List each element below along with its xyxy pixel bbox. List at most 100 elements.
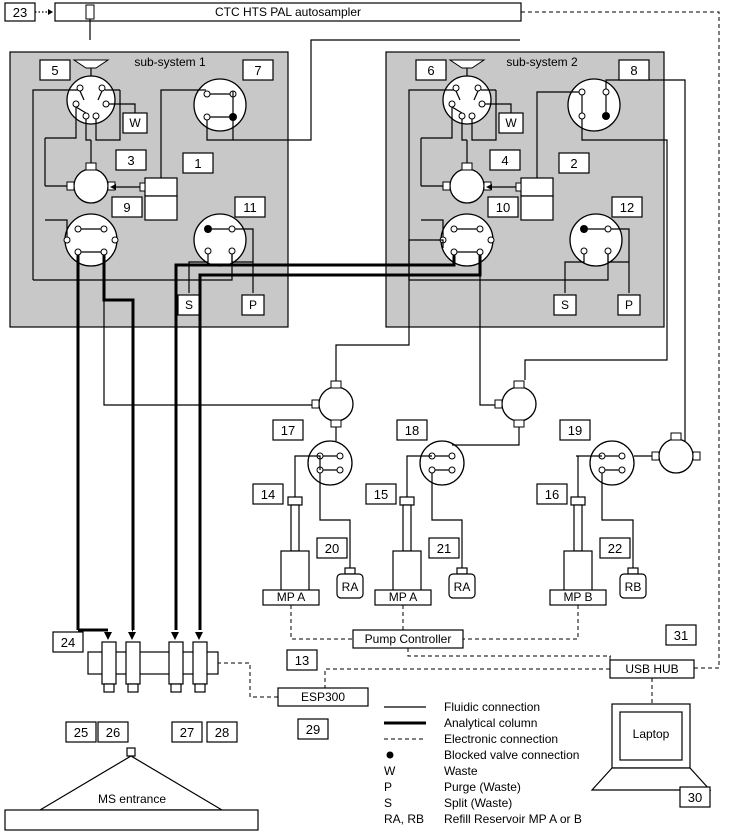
laptop bbox=[590, 703, 712, 791]
usb-hub-label: USB HUB bbox=[625, 662, 678, 676]
label-box-11 bbox=[234, 196, 266, 218]
label-box-25 bbox=[65, 721, 97, 743]
valve-10-port bbox=[450, 248, 458, 256]
label-box-28 bbox=[206, 721, 238, 743]
valve-8-paths bbox=[581, 95, 607, 113]
valve-9-port bbox=[111, 236, 119, 244]
injection-port-5 bbox=[72, 59, 110, 69]
label-5: 5 bbox=[51, 63, 58, 78]
purge-box-2 bbox=[617, 294, 641, 316]
legend-text-2: Electronic connection bbox=[444, 732, 558, 746]
label-box-20 bbox=[316, 537, 348, 559]
line-1-7 bbox=[160, 89, 206, 178]
arrow-2-4 bbox=[486, 184, 492, 190]
tee-4-port bbox=[442, 181, 451, 191]
label-2: 2 bbox=[570, 156, 577, 171]
valve-5 bbox=[66, 75, 116, 125]
valve-8-port bbox=[578, 88, 586, 96]
syringe-pump-14 bbox=[280, 455, 310, 592]
subsystem-1-loops-2 bbox=[85, 89, 121, 163]
valve-8 bbox=[567, 78, 621, 132]
subsystem-2-loops bbox=[408, 89, 609, 281]
tee-pump-3 bbox=[658, 438, 694, 474]
label-box-17 bbox=[272, 419, 304, 441]
line-8-tee bbox=[524, 119, 668, 380]
subsystem-1-label: sub-system 1 bbox=[134, 55, 206, 69]
valve-17-paths bbox=[323, 455, 337, 471]
label-1: 1 bbox=[194, 156, 201, 171]
esp300-label: ESP300 bbox=[301, 690, 345, 704]
pump-label-15: MP A bbox=[389, 590, 417, 604]
column-arrow-25 bbox=[104, 632, 112, 640]
ms-label: MS entrance bbox=[98, 792, 166, 806]
valve-6-port bbox=[468, 112, 476, 120]
legend-text-6: Split (Waste) bbox=[444, 796, 512, 810]
label-4: 4 bbox=[501, 153, 508, 168]
pump-valve-links bbox=[296, 427, 652, 470]
purge-box-1 bbox=[241, 294, 265, 316]
ms-tip bbox=[126, 747, 136, 757]
valve-11-blocked-port bbox=[204, 225, 212, 233]
label-30: 30 bbox=[688, 790, 702, 805]
reservoir-21 bbox=[448, 567, 476, 599]
label-24: 24 bbox=[61, 635, 75, 650]
valve-7-port bbox=[203, 113, 211, 121]
valve-12-port bbox=[604, 225, 612, 233]
label-27: 27 bbox=[180, 725, 194, 740]
valve-10-port bbox=[476, 225, 484, 233]
label-box-6 bbox=[415, 59, 447, 81]
label-31: 31 bbox=[674, 628, 688, 643]
label-box-13 bbox=[286, 649, 318, 671]
label-box-3 bbox=[115, 149, 147, 171]
valve-9-port bbox=[74, 248, 82, 256]
valve-18 bbox=[419, 440, 465, 486]
label-13: 13 bbox=[295, 653, 309, 668]
valve-9-port bbox=[74, 225, 82, 233]
legend-symbol-4: W bbox=[384, 764, 396, 778]
valve-10-port bbox=[476, 248, 484, 256]
pump-head-2 bbox=[520, 177, 554, 197]
label-18: 18 bbox=[405, 423, 419, 438]
label-21: 21 bbox=[437, 541, 451, 556]
syringe-pump-15 bbox=[392, 455, 422, 592]
column-holder bbox=[87, 651, 219, 675]
column-arrow-26 bbox=[128, 632, 136, 640]
valve-10-port bbox=[450, 225, 458, 233]
valve-9-port bbox=[100, 225, 108, 233]
label-box-12 bbox=[611, 196, 643, 218]
valve-6-paths bbox=[451, 90, 479, 114]
valve-18-port bbox=[428, 466, 436, 474]
valve-10-paths bbox=[457, 228, 477, 253]
tee-pump-1-port bbox=[330, 419, 342, 428]
pump-head-2-port bbox=[515, 182, 522, 192]
split-label-2: S bbox=[561, 298, 569, 312]
legend-text-0: Fluidic connection bbox=[444, 700, 540, 714]
valve-19-port bbox=[618, 466, 626, 474]
legend-blocked-dot bbox=[386, 751, 394, 759]
label-11: 11 bbox=[243, 200, 257, 215]
label-29: 29 bbox=[306, 722, 320, 737]
line-10-tee-b bbox=[479, 255, 496, 406]
valve-9-port bbox=[100, 248, 108, 256]
subsystem-1-loops bbox=[32, 89, 233, 281]
label-box-9 bbox=[111, 196, 143, 218]
legend-text-1: Analytical column bbox=[444, 716, 537, 730]
valve-10 bbox=[440, 213, 494, 267]
valve-7-port bbox=[203, 90, 211, 98]
label-box-10 bbox=[487, 196, 519, 218]
label-23: 23 bbox=[13, 5, 27, 20]
subsystem-2-label: sub-system 2 bbox=[506, 55, 578, 69]
label-box-5 bbox=[39, 59, 71, 81]
ms-base bbox=[4, 809, 259, 831]
reservoir-label-20: RA bbox=[342, 580, 359, 594]
label-box-2 bbox=[558, 152, 590, 174]
valve-6-port bbox=[448, 100, 456, 108]
pump-body-1 bbox=[144, 195, 178, 221]
waste-label-2: W bbox=[505, 116, 517, 130]
tee-pump-3-port bbox=[670, 432, 682, 441]
legend-text-4: Waste bbox=[444, 764, 478, 778]
subsystem-2-loops-2 bbox=[461, 89, 497, 163]
legend-text-7: Refill Reservoir MP A or B bbox=[444, 812, 582, 826]
